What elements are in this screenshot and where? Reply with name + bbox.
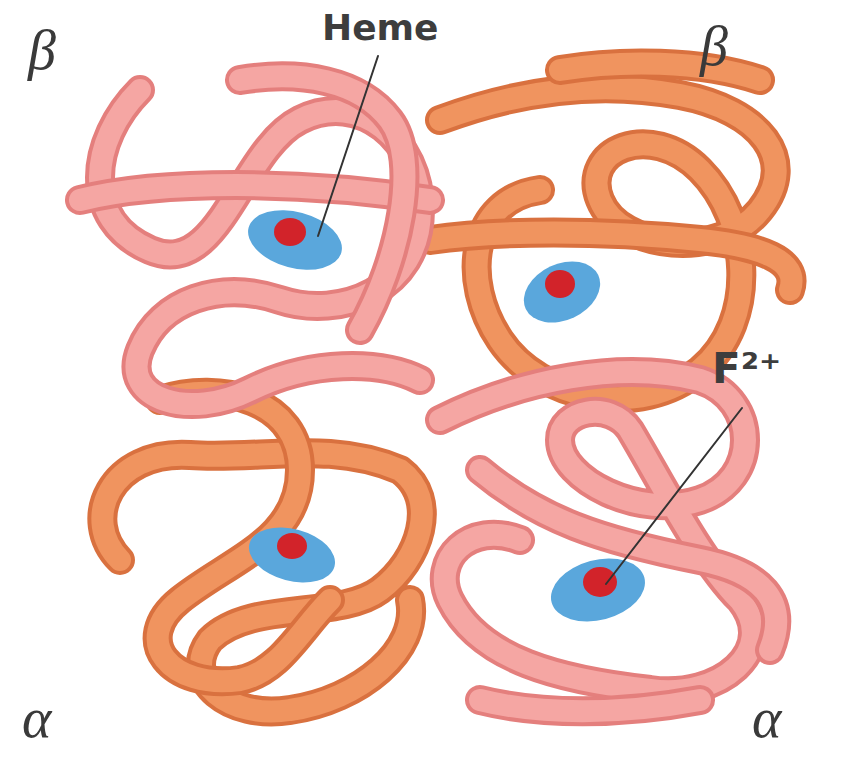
- heme-group: [241, 201, 652, 632]
- alpha-subunit: [440, 372, 776, 711]
- subunit-label: α: [752, 690, 781, 746]
- subunit-label: β: [28, 22, 56, 78]
- subunit-label: β: [700, 18, 728, 74]
- leader-line: [318, 56, 378, 236]
- beta-subunit: [430, 63, 792, 398]
- leader-line: [606, 408, 742, 584]
- subunit-label: α: [22, 690, 51, 746]
- beta-subunit: [80, 76, 430, 404]
- callout-label: F²⁺: [712, 348, 781, 390]
- alpha-subunit: [102, 393, 421, 712]
- callout-label: Heme: [322, 10, 438, 46]
